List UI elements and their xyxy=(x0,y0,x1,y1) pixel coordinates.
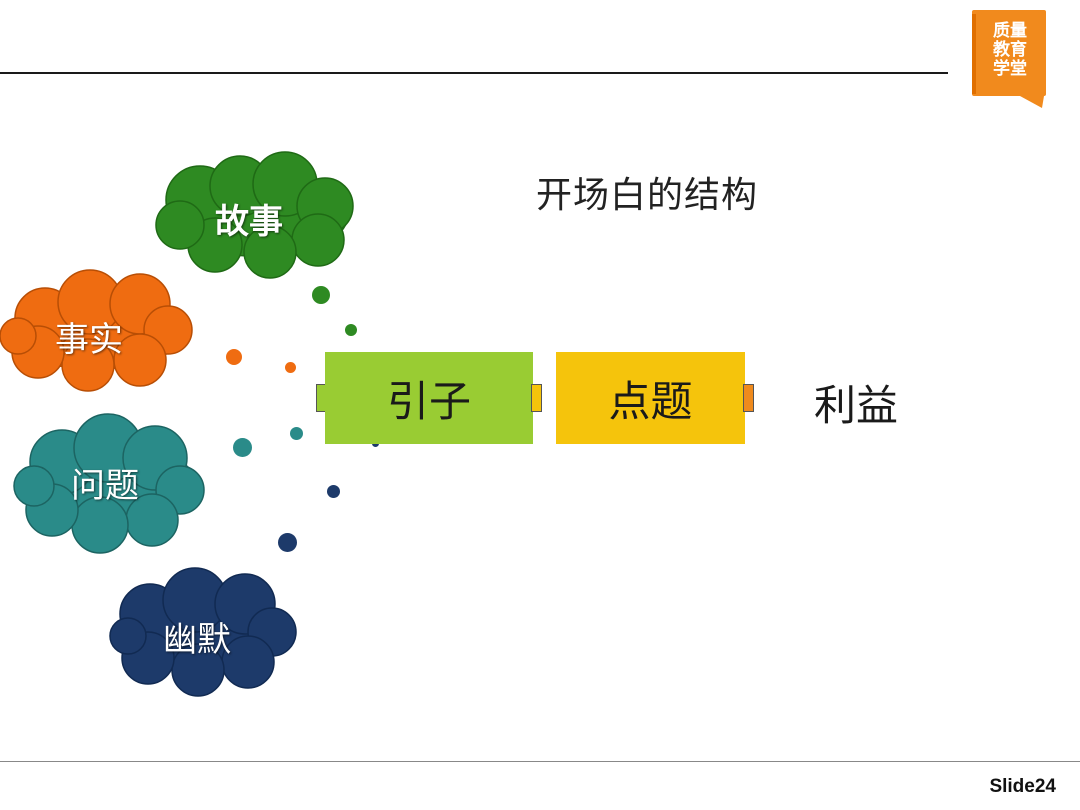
connector-dot xyxy=(278,533,297,552)
slide-number: Slide24 xyxy=(989,776,1056,797)
logo-icon xyxy=(972,10,1046,108)
connector-dot xyxy=(312,286,330,304)
connector-dot xyxy=(226,349,242,365)
connector-dot xyxy=(233,438,252,457)
cloud-label-story: 故事 xyxy=(215,202,283,242)
connector-dot xyxy=(345,324,357,336)
step-point-label: 点题 xyxy=(608,376,693,426)
step-benefit-label: 利益 xyxy=(814,381,899,430)
footer-rule xyxy=(0,761,1080,762)
connector-dot xyxy=(327,485,340,498)
cloud-humor xyxy=(109,567,297,697)
cloud-label-humor: 幽默 xyxy=(163,620,231,660)
cloud-label-fact: 事实 xyxy=(55,320,123,360)
cloud-label-question: 问题 xyxy=(71,466,139,506)
step-point-box: 点题 xyxy=(556,352,745,444)
connector-dot xyxy=(290,427,303,440)
cloud-story xyxy=(155,151,354,279)
cloud-question xyxy=(13,413,205,554)
slide-title: 开场白的结构 xyxy=(536,175,759,216)
connector-dot xyxy=(285,362,296,373)
step-intro-label: 引子 xyxy=(386,376,471,426)
connector-tab xyxy=(743,384,754,412)
header-rule xyxy=(0,72,948,74)
logo-text: 质量教育学堂 xyxy=(993,21,1027,79)
connector-tab xyxy=(531,384,542,412)
cloud-fact xyxy=(0,269,193,392)
step-intro-box: 引子 xyxy=(325,352,533,444)
